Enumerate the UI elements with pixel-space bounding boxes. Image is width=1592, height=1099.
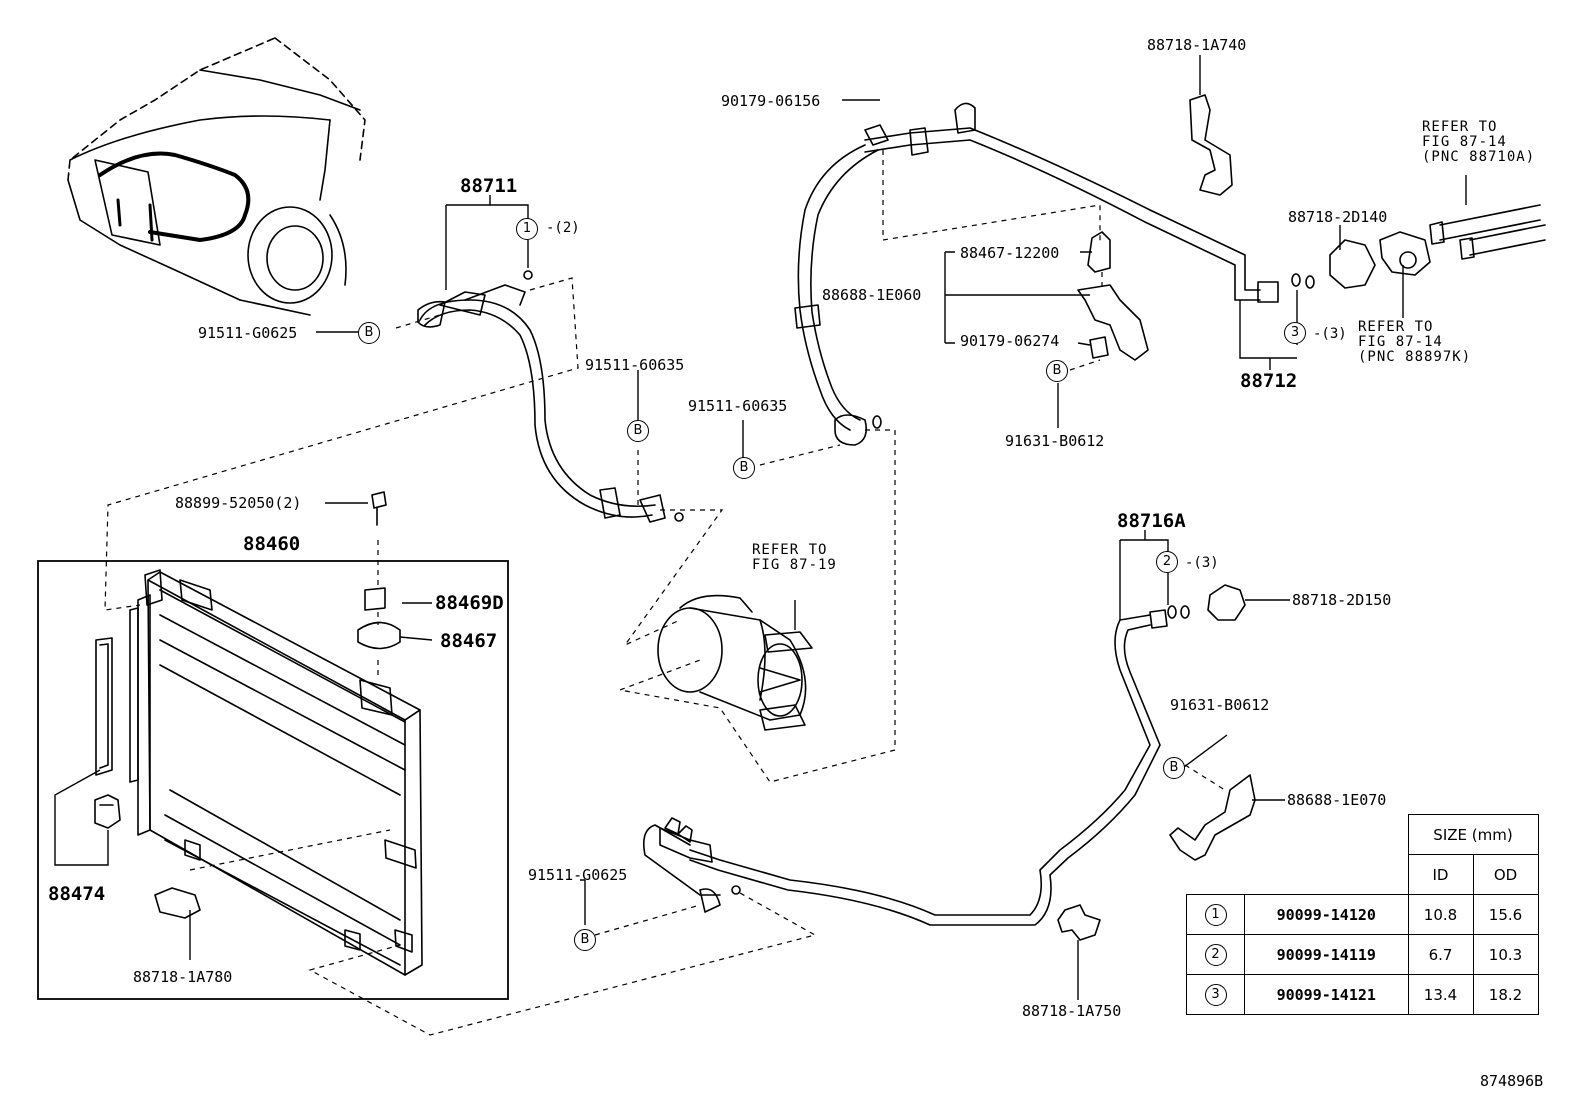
part-label-91511-60635-a[interactable]: 91511-60635	[585, 356, 685, 374]
row-part-number[interactable]: 90099-14119	[1244, 934, 1409, 975]
part-label-91511-g0625-bottom[interactable]: 91511-G0625	[528, 866, 628, 884]
refer-note-fig-87-14-88710a[interactable]: REFER TO FIG 87-14 (PNC 88710A)	[1422, 119, 1536, 165]
pipe-88716a-drawing	[642, 605, 1190, 926]
refer-note-fig-87-14-88897k[interactable]: REFER TO FIG 87-14 (PNC 88897K)	[1358, 319, 1472, 365]
part-label-88711[interactable]: 88711	[460, 175, 518, 197]
part-label-88718-1a740[interactable]: 88718-1A740	[1147, 36, 1247, 54]
pipe-88712-drawing	[794, 102, 1315, 446]
part-label-88688-1e070[interactable]: 88688-1E070	[1287, 791, 1387, 809]
bracket-88718-1a740-drawing	[1189, 94, 1233, 196]
row-part-number[interactable]: 90099-14121	[1244, 974, 1409, 1015]
part-label-88899-52050[interactable]: 88899-52050(2)	[175, 494, 302, 512]
callout-b: B	[1046, 360, 1068, 382]
callout-b: B	[627, 420, 649, 442]
part-label-91511-60635-b[interactable]: 91511-60635	[688, 397, 788, 415]
part-label-91631-b0612-bottom[interactable]: 91631-B0612	[1170, 696, 1270, 714]
part-label-88469d[interactable]: 88469D	[435, 592, 504, 614]
part-label-88688-1e060[interactable]: 88688-1E060	[822, 286, 922, 304]
callout-b: B	[733, 457, 755, 479]
row-ref-circle: 3	[1204, 983, 1227, 1006]
fitting-88718-2d150-drawing	[1207, 584, 1246, 621]
part-label-90179-06156[interactable]: 90179-06156	[721, 92, 821, 110]
condenser-group-frame	[37, 560, 509, 1000]
callout-o-ring-2: 2	[1156, 551, 1178, 573]
row-od: 10.3	[1472, 934, 1539, 975]
part-label-88460[interactable]: 88460	[243, 533, 301, 555]
part-label-88716a[interactable]: 88716A	[1117, 510, 1186, 532]
part-label-88718-1a750[interactable]: 88718-1A750	[1022, 1002, 1122, 1020]
part-label-91631-b0612-top[interactable]: 91631-B0612	[1005, 432, 1105, 450]
part-label-91511-g0625-top[interactable]: 91511-G0625	[198, 324, 298, 342]
row-part-number[interactable]: 90099-14120	[1244, 894, 1409, 935]
compressor-drawing	[657, 594, 813, 731]
part-label-88718-2d140[interactable]: 88718-2D140	[1288, 208, 1388, 226]
table-row: 1 90099-14120 10.8 15.6	[1186, 894, 1539, 935]
row-id: 6.7	[1407, 934, 1474, 975]
table-row: 2 90099-14119 6.7 10.3	[1186, 934, 1539, 975]
callout-b: B	[358, 322, 380, 344]
row-id: 10.8	[1407, 894, 1474, 935]
callout-qty: -(2)	[546, 220, 580, 236]
refer-note-fig-87-19[interactable]: REFER TO FIG 87-19	[752, 542, 837, 573]
callout-b: B	[1163, 757, 1185, 779]
part-label-88718-1a780[interactable]: 88718-1A780	[133, 968, 233, 986]
row-id: 13.4	[1407, 974, 1474, 1015]
size-table-col-od: OD	[1472, 854, 1539, 895]
bracket-88688-1e060-drawing	[1077, 231, 1149, 361]
callout-qty: -(3)	[1313, 326, 1347, 342]
fitting-88718-2d140-drawing	[1329, 204, 1546, 289]
hose-88711-drawing	[417, 270, 684, 523]
callout-o-ring-1: 1	[516, 218, 538, 240]
callout-b: B	[574, 929, 596, 951]
row-od: 18.2	[1472, 974, 1539, 1015]
part-label-88718-2d150[interactable]: 88718-2D150	[1292, 591, 1392, 609]
o-ring-size-table: SIZE (mm) ID OD 1 90099-14120 10.8 15.6 …	[1186, 814, 1539, 1015]
diagram-code: 874896B	[1480, 1072, 1544, 1090]
condenser-drawing	[94, 491, 423, 976]
clip-88718-1a750-drawing	[1057, 904, 1101, 941]
row-ref-circle: 1	[1204, 903, 1227, 926]
table-row: 3 90099-14121 13.4 18.2	[1186, 974, 1539, 1015]
size-table-header: SIZE (mm)	[1407, 814, 1539, 855]
callout-o-ring-3: 3	[1284, 322, 1306, 344]
bracket-88688-1e070-drawing	[1169, 774, 1256, 861]
row-od: 15.6	[1472, 894, 1539, 935]
callout-qty: -(3)	[1185, 555, 1219, 571]
part-label-90179-06274[interactable]: 90179-06274	[960, 332, 1060, 350]
vehicle-outline-drawing	[67, 37, 366, 316]
size-table-col-id: ID	[1407, 854, 1474, 895]
part-label-88467[interactable]: 88467	[440, 630, 498, 652]
part-label-88474[interactable]: 88474	[48, 883, 106, 905]
part-label-88467-12200[interactable]: 88467-12200	[960, 244, 1060, 262]
row-ref-circle: 2	[1204, 943, 1227, 966]
part-label-88712[interactable]: 88712	[1240, 370, 1298, 392]
